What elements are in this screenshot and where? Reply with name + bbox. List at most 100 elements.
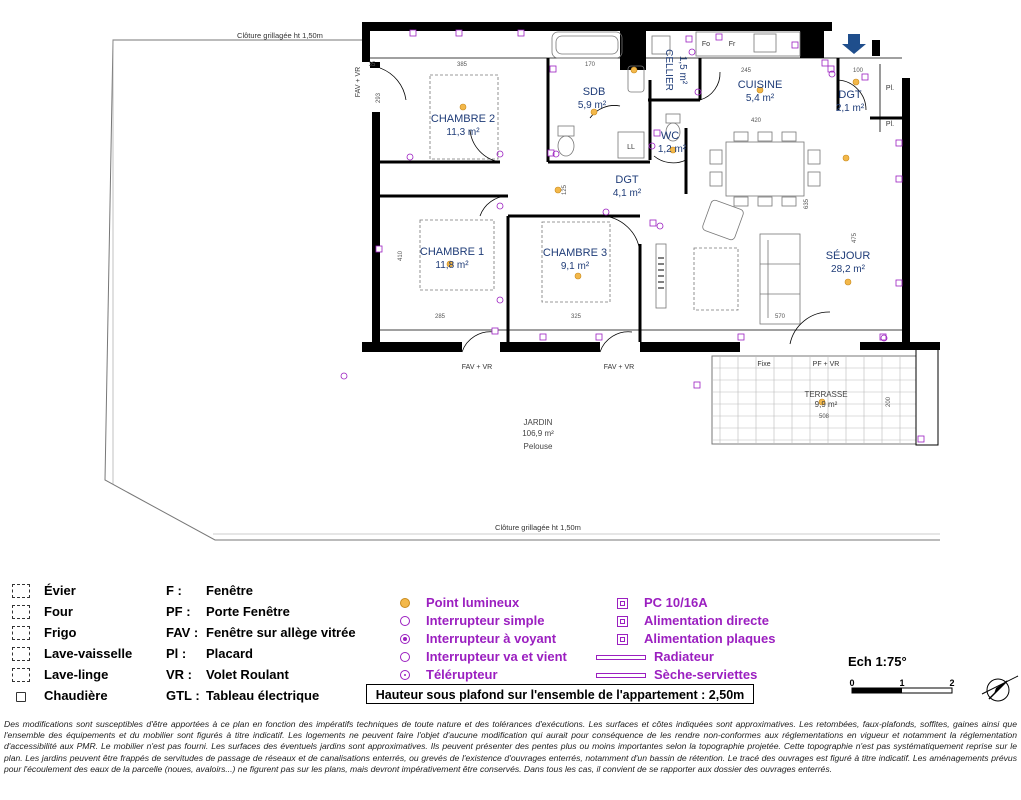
sink-icon bbox=[12, 583, 30, 598]
legend-elec-label: Interrupteur à voyant bbox=[426, 631, 557, 646]
dim-35: 35 bbox=[369, 62, 376, 68]
boiler-icon bbox=[12, 689, 30, 703]
legend-abbr-text: Fenêtre bbox=[206, 583, 253, 598]
legend-abbr: VR : bbox=[166, 667, 192, 682]
legend-abbreviations: F :Fenêtre PF :Porte Fenêtre FAV :Fenêtr… bbox=[166, 580, 356, 706]
room-name-chambre3: CHAMBRE 3 bbox=[543, 247, 607, 259]
dim-245: 245 bbox=[741, 68, 752, 74]
disclaimer-text: Des modifications sont susceptibles d'êt… bbox=[4, 719, 1017, 774]
scale-label: Ech 1:75° bbox=[848, 654, 907, 669]
room-name-chambre1: CHAMBRE 1 bbox=[420, 246, 484, 258]
legend-abbr: Pl : bbox=[166, 646, 187, 661]
light-points bbox=[446, 66, 860, 406]
legend-label: Frigo bbox=[44, 625, 77, 640]
dim-285: 285 bbox=[435, 314, 446, 320]
furniture bbox=[419, 74, 739, 311]
dim-100: 100 bbox=[853, 68, 864, 74]
frigo-label: Fr bbox=[729, 41, 736, 48]
room-area-chambre2: 11,3 m² bbox=[446, 127, 480, 138]
exterior-walls bbox=[362, 22, 940, 352]
switches bbox=[340, 48, 888, 380]
washing-machine-icon bbox=[12, 667, 30, 682]
legend-label: Évier bbox=[44, 583, 76, 598]
room-area-dgt-entry: 2,1 m² bbox=[836, 103, 865, 114]
oven-icon bbox=[12, 604, 30, 619]
scale-tick-1: 1 bbox=[899, 678, 904, 688]
dim-420: 420 bbox=[751, 118, 762, 124]
room-area-jardin: 106,9 m² bbox=[522, 429, 554, 438]
dim-385: 385 bbox=[457, 62, 468, 68]
legend-label: Lave-vaisselle bbox=[44, 646, 133, 661]
legend-abbr: GTL : bbox=[166, 688, 200, 703]
legend-four: Four bbox=[12, 601, 132, 622]
legend-elec-label: PC 10/16A bbox=[644, 595, 708, 610]
fridge-icon bbox=[12, 625, 30, 640]
legend-abbr-text: Fenêtre sur allège vitrée bbox=[206, 625, 356, 640]
room-name-sdb: SDB bbox=[583, 86, 606, 98]
hob-supply-icon bbox=[617, 633, 628, 645]
dim-570: 570 bbox=[775, 314, 786, 320]
legend-lave-linge: Lave-linge bbox=[12, 664, 132, 685]
room-name-chambre2: CHAMBRE 2 bbox=[431, 113, 495, 125]
remote-switch-icon bbox=[400, 670, 410, 680]
dim-170: 170 bbox=[585, 62, 596, 68]
interior-walls bbox=[380, 58, 902, 342]
lave-linge-label: LL bbox=[627, 144, 635, 151]
legend-abbr-text: Volet Roulant bbox=[206, 667, 289, 682]
legend-evier: Évier bbox=[12, 580, 132, 601]
garden-fence bbox=[104, 39, 940, 541]
ceiling-height-note: Hauteur sous plafond sur l'ensemble de l… bbox=[366, 684, 754, 704]
dim-325: 325 bbox=[571, 314, 582, 320]
legend-elec-label: Télérupteur bbox=[426, 667, 498, 682]
indicator-switch-icon bbox=[400, 634, 410, 644]
room-area-terrasse: 9,9 m² bbox=[815, 400, 838, 409]
legend-abbr: F : bbox=[166, 583, 182, 598]
opening-fav-vr-ch1: FAV + VR bbox=[462, 364, 492, 371]
dim-635: 635 bbox=[804, 198, 810, 209]
legend-elec-label: Interrupteur va et vient bbox=[426, 649, 567, 664]
towel-dryer-icon bbox=[596, 672, 646, 678]
room-note-jardin: Pelouse bbox=[524, 442, 553, 451]
legend-abbr: FAV : bbox=[166, 625, 199, 640]
room-name-wc: WC bbox=[661, 130, 679, 142]
fence-label-bottom: Clôture grillagée ht 1,50m bbox=[495, 523, 581, 532]
room-name-cuisine: CUISINE bbox=[738, 79, 783, 91]
legend-elec-label: Point lumineux bbox=[426, 595, 520, 610]
electrical-sockets bbox=[375, 29, 925, 443]
terrace-area bbox=[711, 344, 939, 446]
light-point-icon bbox=[400, 598, 410, 608]
room-area-wc: 1,2 m² bbox=[658, 144, 687, 155]
entry-arrow-icon bbox=[842, 34, 866, 54]
room-area-cellier: 1,5 m² bbox=[677, 56, 688, 85]
opening-pf-vr: PF + VR bbox=[813, 361, 840, 368]
room-name-dgt-entry: DGT bbox=[838, 89, 862, 101]
legend-elec-label: Interrupteur simple bbox=[426, 613, 545, 628]
legend-electrical-right: PC 10/16A Alimentation directe Alimentat… bbox=[596, 594, 776, 684]
legend-chaudiere: Chaudière bbox=[12, 685, 132, 706]
scale-bar: 0 1 2 bbox=[849, 678, 955, 694]
room-area-cuisine: 5,4 m² bbox=[746, 93, 775, 104]
opening-fixe: Fixe bbox=[757, 361, 770, 368]
legend-label: Four bbox=[44, 604, 73, 619]
dim-125: 125 bbox=[562, 184, 568, 195]
legend-elec-label: Alimentation plaques bbox=[644, 631, 776, 646]
compass-icon bbox=[981, 675, 1019, 702]
fence-label-top: Clôture grillagée ht 1,50m bbox=[237, 31, 323, 40]
legend-electrical-left: Point lumineux Interrupteur simple Inter… bbox=[398, 594, 567, 684]
socket-icon bbox=[617, 597, 628, 609]
legend-abbr-text: Porte Fenêtre bbox=[206, 604, 290, 619]
legend-fixtures: Évier Four Frigo Lave-vaisselle Lave-lin… bbox=[12, 580, 132, 706]
dim-200: 200 bbox=[886, 396, 892, 407]
legend-elec-label: Sèche-serviettes bbox=[654, 667, 758, 682]
room-name-sejour: SÉJOUR bbox=[826, 249, 871, 262]
four-label: Fo bbox=[702, 41, 710, 48]
direct-supply-icon bbox=[617, 615, 628, 627]
room-area-chambre3: 9,1 m² bbox=[561, 261, 590, 272]
legend-abbr-text: Tableau électrique bbox=[206, 688, 320, 703]
room-name-jardin: JARDIN bbox=[524, 418, 553, 427]
dim-410: 410 bbox=[398, 250, 404, 261]
legend-lave-vaisselle: Lave-vaisselle bbox=[12, 643, 132, 664]
room-name-terrasse: TERRASSE bbox=[804, 390, 847, 399]
legend-elec-label: Radiateur bbox=[654, 649, 714, 664]
